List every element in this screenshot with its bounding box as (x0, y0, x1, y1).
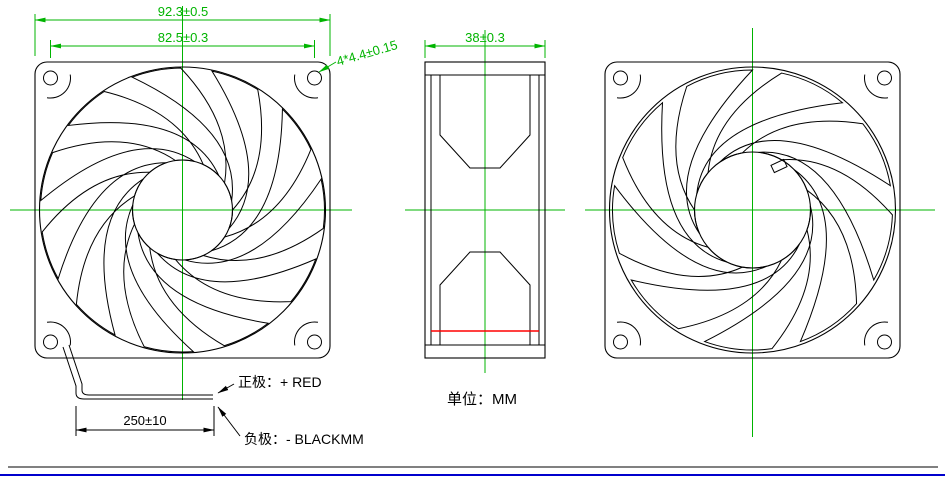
mounting-hole (877, 70, 892, 86)
side-view (424, 61, 546, 359)
corner-web-arc (293, 74, 319, 99)
mounting-hole (877, 334, 892, 350)
lead-wires (62, 344, 213, 400)
front-frame (34, 61, 331, 359)
corner-web-arc (863, 74, 889, 99)
side-outline (424, 61, 546, 359)
mounting-hole (43, 70, 58, 86)
unit-note: 单位：MM (447, 391, 517, 408)
fan-blade (156, 252, 317, 303)
dim-hole-spacing-text: 82.5±0.3 (158, 30, 209, 45)
dimension-lines (34, 14, 546, 73)
front-blades (40, 67, 325, 353)
fan-blade (211, 107, 312, 252)
wire-dimension (75, 383, 241, 437)
mounting-hole (613, 70, 628, 86)
side-hub-lower (439, 251, 531, 346)
fan-blade (719, 120, 892, 187)
corner-web-arc (293, 321, 319, 346)
front-corner-features (43, 70, 322, 350)
label-positive-lead: 正极：+ RED (238, 374, 322, 390)
mounting-hole (307, 70, 322, 86)
rear-venturi-opening (608, 66, 897, 354)
fan-blade (622, 101, 728, 263)
mounting-hole (43, 334, 58, 350)
fan-blade (703, 205, 814, 351)
dim-depth-text: 38±0.3 (465, 30, 505, 45)
rear-corner-features (613, 70, 892, 350)
fan-blade (123, 204, 195, 353)
rear-frame (604, 61, 901, 359)
corner-web-arc (46, 74, 72, 99)
fan-blade (40, 141, 195, 202)
rear-blades (612, 69, 893, 351)
fan-blade (75, 178, 144, 336)
fan-blade (612, 184, 767, 277)
front-venturi-opening (38, 66, 327, 354)
fan-blade (137, 232, 270, 347)
fan-blade (758, 151, 893, 282)
corner-web-arc (616, 74, 642, 99)
mounting-hole (613, 334, 628, 350)
corner-web-arc (616, 321, 642, 346)
front-view (34, 61, 331, 359)
rear-view (604, 61, 901, 359)
side-hub-upper (439, 74, 531, 169)
mounting-hole (307, 334, 322, 350)
dim-mounting-holes-text: 4*4.4±0.15 (335, 37, 400, 69)
fan-blade (210, 70, 263, 230)
centerlines (10, 6, 935, 437)
corner-web-arc (863, 321, 889, 346)
fan-blade (67, 90, 220, 176)
fan-blade (675, 69, 754, 234)
corner-web-arc (46, 321, 72, 346)
fan-blade (184, 177, 325, 264)
rear-hub-notch (770, 158, 788, 174)
dim-wire-length-text: 250±10 (123, 413, 166, 428)
fan-blade (130, 67, 233, 201)
dim-outer-width-text: 92.3±0.5 (158, 4, 209, 19)
fan-blade (41, 162, 167, 280)
fan-blade (630, 243, 800, 330)
fan-blade (696, 72, 844, 195)
fan-blade (793, 169, 858, 343)
label-negative-lead: 负极：- BLACKMM (244, 431, 364, 447)
